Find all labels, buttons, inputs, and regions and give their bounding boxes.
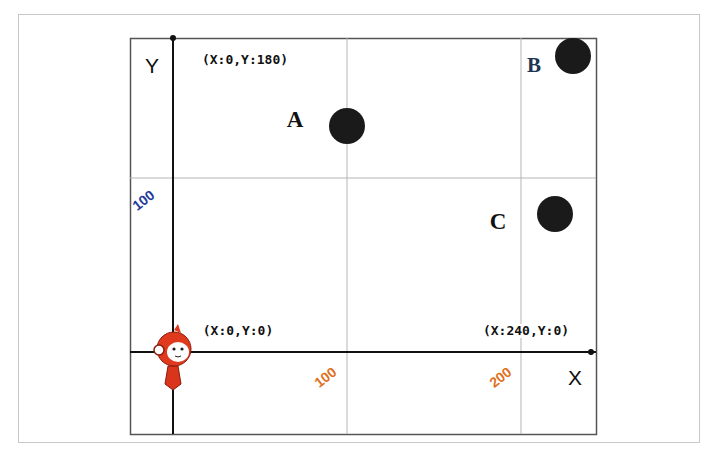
page-border bbox=[19, 15, 700, 443]
coordinate-label: (X:0,Y:0) bbox=[201, 324, 275, 338]
point-b-dot bbox=[555, 38, 591, 74]
point-label: C bbox=[490, 209, 507, 234]
axis-end-dot bbox=[588, 349, 594, 355]
axis-end-dot bbox=[170, 35, 176, 41]
grid-line bbox=[130, 178, 596, 179]
stage-frame bbox=[131, 39, 597, 435]
axis-name: X bbox=[568, 366, 582, 389]
point-label: B bbox=[527, 54, 541, 77]
axis-name: Y bbox=[145, 54, 159, 77]
grid-line bbox=[347, 38, 348, 434]
point-c-dot bbox=[537, 196, 573, 232]
coordinate-label: (X:240,Y:0) bbox=[481, 324, 571, 338]
point-label: A bbox=[287, 107, 304, 132]
point-a-dot bbox=[329, 108, 365, 144]
sprite-character bbox=[154, 324, 191, 390]
coordinate-label: (X:0,Y:180) bbox=[200, 53, 290, 67]
x-axis bbox=[130, 351, 596, 353]
grid-line bbox=[521, 38, 522, 434]
